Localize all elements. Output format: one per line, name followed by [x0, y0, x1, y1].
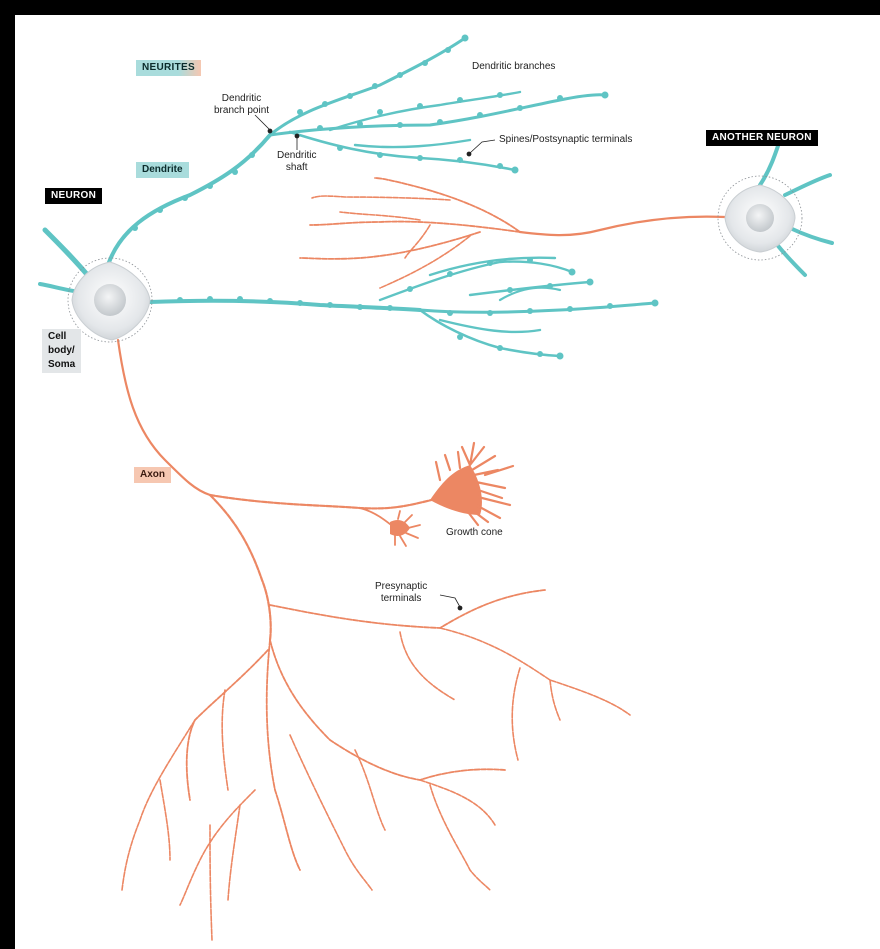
spines-label: Spines/Postsynaptic terminals — [499, 134, 632, 146]
axon-tag: Axon — [134, 467, 171, 483]
another-neuron-tag: ANOTHER NEURON — [706, 130, 818, 146]
neuron-tag: NEURON — [45, 188, 102, 204]
axon-terminal-branch — [550, 680, 560, 720]
axon-terminal-branch — [187, 650, 268, 800]
axon-terminal-branch — [400, 632, 455, 700]
axon-to-growth-cone — [210, 495, 440, 508]
presynaptic-terminals-label: Presynaptic terminals — [375, 581, 427, 605]
dendrites — [40, 38, 832, 356]
dendrite-tag: Dendrite — [136, 162, 189, 178]
axon — [118, 340, 630, 940]
axon-terminal-branch — [440, 628, 630, 715]
axon-terminal-branch — [512, 668, 520, 760]
axon-terminal-branch — [222, 690, 228, 790]
axon-terminal-branch — [180, 790, 255, 905]
dendritic-shaft-label: Dendritic shaft — [277, 150, 316, 174]
axon-terminal-branch — [122, 720, 195, 890]
axon-to-small-cone — [360, 508, 395, 528]
growth-cone — [430, 443, 513, 525]
axon-terminal-branch — [228, 805, 240, 900]
axon-terminal-branch — [270, 640, 505, 780]
dendritic-branch-point-label: Dendritic branch point — [214, 93, 269, 117]
neuron-diagram: NEURITES NEURON ANOTHER NEURON Dendrite … — [15, 15, 880, 949]
axon-terminal-branch — [160, 780, 170, 860]
another-neuron-soma — [718, 176, 802, 260]
neurites-tag: NEURITES — [136, 60, 201, 76]
dendritic-branches-label: Dendritic branches — [472, 61, 555, 73]
incoming-axon — [300, 178, 725, 288]
axon-terminal-branch — [355, 750, 385, 830]
cell-body-tag: Cell body/ Soma — [42, 329, 81, 373]
axon-descending — [210, 495, 271, 640]
growth-cone-small — [390, 511, 420, 546]
growth-cone-label: Growth cone — [446, 527, 503, 539]
axon-terminal-branch — [430, 785, 490, 890]
axon-terminal-branch — [267, 640, 300, 870]
